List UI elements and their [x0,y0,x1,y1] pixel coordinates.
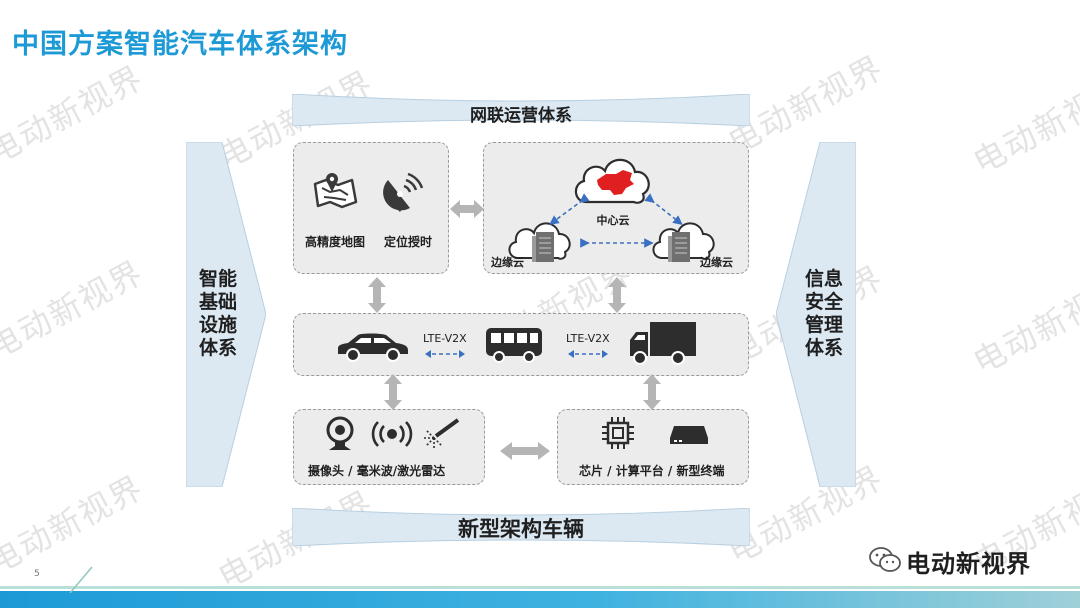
satellite-dish-icon [382,172,428,214]
wechat-icon [868,546,902,574]
bus-icon [484,324,544,364]
positioning-label: 定位授时 [384,235,433,249]
v2x-link-1 [425,350,465,358]
right-band-label: 信息 安全 管理 体系 [804,268,843,359]
top-band-label: 网联运营体系 [470,106,572,126]
chip-icon [600,415,636,451]
watermark: 电动新视界 [966,68,1080,182]
edge-cloud-right-label: 边缘云 [700,256,733,269]
map-cloud-connector-arrow [450,198,484,220]
page-title: 中国方案智能汽车体系架构 [12,29,348,60]
cloud-links [483,142,749,274]
radar-icon [370,420,414,448]
footer-accent-line [64,565,104,594]
watermark: 电动新视界 [0,58,150,172]
left-band-label: 智能 基础 设施 体系 [198,268,237,359]
car-icon [336,330,410,362]
watermark: 电动新视界 [0,253,150,367]
chip-label: 芯片 / 计算平台 / 新型终端 [579,464,725,478]
vehicle-sensor-connector-arrow [382,374,404,410]
v2x-label-2: LTE-V2X [566,332,610,345]
lidar-icon [422,418,462,450]
map-label: 高精度地图 [305,235,366,249]
map-icon [312,168,358,214]
watermark: 电动新视界 [966,268,1080,382]
terminal-icon [668,424,710,446]
center-cloud-label: 中心云 [596,214,630,227]
vehicle-chip-connector-arrow [641,374,663,410]
sensor-chip-connector-arrow [500,440,550,462]
top-band-network-operations: 网联运营体系 [292,94,750,126]
chip-panel [557,409,749,485]
footer-divider [0,586,1080,589]
camera-icon [325,416,355,452]
left-band-infrastructure: 智能 基础 设施 体系 [186,142,266,487]
center-cloud-icon [572,150,654,208]
brand-name: 电动新视界 [906,550,1031,578]
v2x-label-1: LTE-V2X [423,332,467,345]
bottom-band-new-architecture-vehicle: 新型架构车辆 [292,508,750,546]
right-band-security: 信息 安全 管理 体系 [776,142,856,487]
bottom-band-label: 新型架构车辆 [458,517,584,541]
footer-bar [0,591,1080,608]
truck-icon [628,320,698,368]
page-number: 5 [34,569,40,579]
sensor-label: 摄像头 / 毫米波/激光雷达 [308,464,446,478]
edge-cloud-right-icon [650,214,718,264]
cloud-vehicle-connector-arrow [606,277,628,313]
edge-cloud-left-label: 边缘云 [491,256,524,269]
v2x-link-2 [568,350,608,358]
map-positioning-panel [293,142,449,274]
edge-cloud-left-icon [506,214,574,264]
map-vehicle-connector-arrow [366,277,388,313]
